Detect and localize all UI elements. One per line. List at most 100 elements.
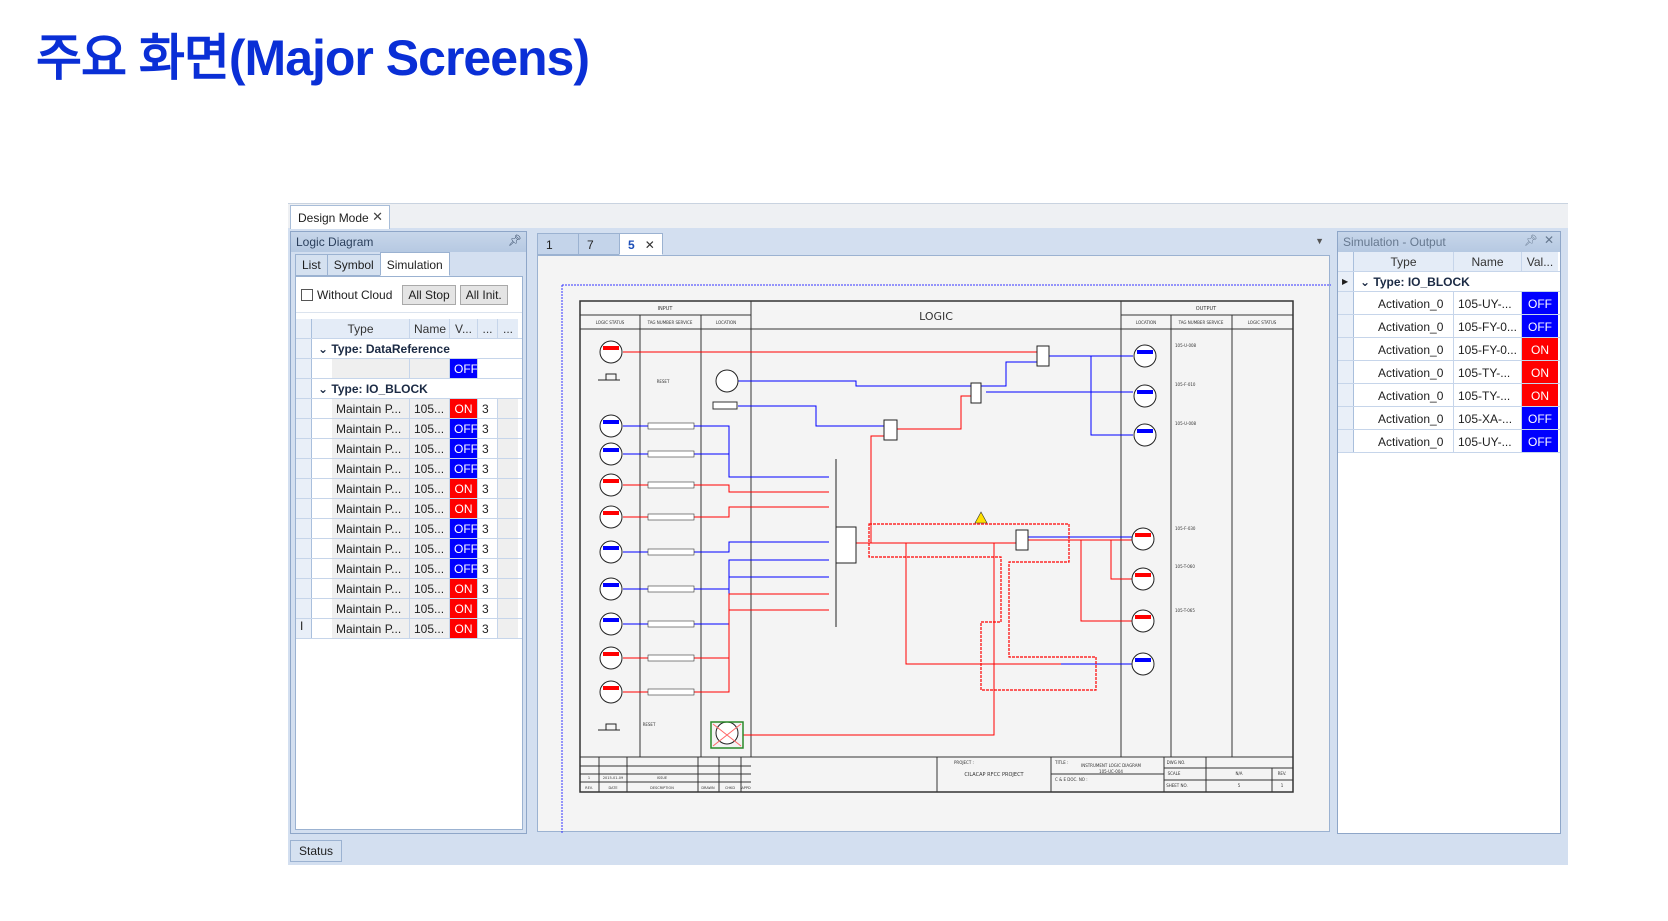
table-row[interactable]: Maintain P... 105... ON 3 — [296, 499, 522, 519]
cell-value[interactable]: OFF — [450, 539, 478, 558]
cell-value[interactable]: ON — [450, 599, 478, 618]
table-row[interactable]: Maintain P... 105... OFF 3 — [296, 539, 522, 559]
table-row[interactable]: Maintain P... 105... OFF 3 — [296, 519, 522, 539]
all-init-button[interactable]: All Init. — [459, 284, 508, 305]
hand-switch-symbol[interactable] — [715, 369, 739, 393]
chevron-down-icon[interactable]: ⌄ — [1360, 275, 1374, 289]
close-icon[interactable]: ✕ — [1543, 233, 1554, 247]
table-row[interactable]: Maintain P... 105... ON 3 — [296, 479, 522, 499]
chevron-down-icon[interactable]: ⌄ — [318, 342, 332, 356]
input-transmitter-symbol[interactable] — [599, 680, 623, 704]
pin-icon[interactable]: 📌︎ — [1524, 235, 1538, 247]
col-type[interactable]: Type — [1354, 252, 1454, 271]
cell-value[interactable]: OFF — [450, 419, 478, 438]
table-row[interactable]: Maintain P... 105... ON 3 — [296, 579, 522, 599]
col-name[interactable]: Name — [1454, 252, 1522, 271]
table-row[interactable]: I Maintain P... 105... ON 3 — [296, 619, 522, 639]
all-stop-button[interactable]: All Stop — [402, 284, 456, 305]
input-transmitter-symbol[interactable] — [599, 473, 623, 497]
table-row[interactable]: Maintain P... 105... OFF 3 — [296, 559, 522, 579]
input-transmitter-symbol[interactable] — [599, 540, 623, 564]
cell-value[interactable]: OFF — [1522, 292, 1558, 314]
cell-value[interactable]: OFF — [450, 519, 478, 538]
cell-value[interactable]: OFF — [450, 439, 478, 458]
input-transmitter-symbol[interactable] — [599, 442, 623, 466]
tab-simulation[interactable]: Simulation — [379, 252, 450, 276]
without-cloud-checkbox[interactable] — [301, 288, 313, 301]
cell-type: Maintain P... — [332, 619, 410, 638]
col-value[interactable]: Val... — [1522, 252, 1558, 271]
table-row[interactable]: Activation_0 105-UY-... OFF — [1338, 292, 1560, 315]
table-row[interactable]: Maintain P... 105... ON 3 — [296, 399, 522, 419]
table-row[interactable]: Maintain P... 105... OFF 3 — [296, 459, 522, 479]
logic-gate-block[interactable] — [835, 526, 857, 564]
status-tab[interactable]: Status — [290, 840, 343, 862]
output-valve-symbol[interactable] — [1131, 567, 1155, 591]
tab-list[interactable]: List — [295, 254, 328, 276]
dropdown-arrow-icon[interactable]: ▼ — [1315, 236, 1324, 246]
pin-icon[interactable]: 📌︎ — [508, 235, 522, 247]
group-row-io-block[interactable]: ▶ ⌄ Type: IO_BLOCK — [1338, 272, 1560, 292]
input-transmitter-symbol[interactable] — [599, 414, 623, 438]
col-extra-1[interactable]: ... — [478, 319, 498, 338]
output-valve-symbol[interactable] — [1133, 384, 1157, 408]
table-row[interactable]: Activation_0 105-XA-... OFF — [1338, 407, 1560, 430]
diagram-tab-1[interactable]: 1 — [537, 233, 579, 255]
cell-value[interactable]: ON — [450, 479, 478, 498]
close-icon[interactable]: ✕ — [372, 209, 383, 224]
table-row[interactable]: Activation_0 105-FY-0... OFF — [1338, 315, 1560, 338]
close-icon[interactable]: ✕ — [644, 238, 655, 252]
input-transmitter-symbol[interactable] — [599, 340, 623, 364]
col-name[interactable]: Name — [410, 319, 450, 338]
logic-gate-block[interactable] — [1036, 345, 1050, 367]
diagram-tab-5[interactable]: 5✕ — [619, 233, 663, 255]
logic-gate-block[interactable] — [1015, 529, 1029, 551]
col-extra-2[interactable]: ... — [498, 319, 518, 338]
cell-value[interactable]: ON — [1522, 384, 1558, 406]
table-row[interactable]: Maintain P... 105... OFF 3 — [296, 419, 522, 439]
cell-value[interactable]: OFF — [1522, 315, 1558, 337]
cell-value[interactable]: ON — [450, 619, 478, 638]
cell-value[interactable]: ON — [450, 399, 478, 418]
logic-gate-block[interactable] — [883, 419, 898, 441]
cell-value[interactable]: ON — [450, 499, 478, 518]
cell-type: Maintain P... — [332, 499, 410, 518]
logic-gate-block[interactable] — [970, 382, 982, 404]
cell-value[interactable]: ON — [450, 579, 478, 598]
table-row[interactable]: Maintain P... 105... OFF 3 — [296, 439, 522, 459]
col-value[interactable]: V... — [450, 319, 478, 338]
tab-design-mode[interactable]: Design Mode ✕ — [290, 205, 390, 229]
output-valve-symbol[interactable] — [1131, 527, 1155, 551]
tab-symbol[interactable]: Symbol — [326, 254, 381, 276]
col-type[interactable]: Type — [312, 319, 410, 338]
group-row-datareference[interactable]: ⌄ Type: DataReference — [296, 339, 522, 359]
input-transmitter-symbol[interactable] — [599, 612, 623, 636]
table-row[interactable]: Activation_0 105-UY-... OFF — [1338, 430, 1560, 453]
table-row[interactable]: Activation_0 105-FY-0... ON — [1338, 338, 1560, 361]
output-valve-symbol[interactable] — [1133, 344, 1157, 368]
cell-value[interactable]: OFF — [450, 559, 478, 578]
diagram-canvas[interactable]: INPUT OUTPUT LOGIC LOGIC STATUS TAG NUMB… — [537, 255, 1331, 833]
diagram-tab-7[interactable]: 7 — [578, 233, 620, 255]
input-transmitter-symbol[interactable] — [599, 577, 623, 601]
output-valve-symbol[interactable] — [1133, 423, 1157, 447]
output-valve-symbol[interactable] — [1131, 609, 1155, 633]
table-row[interactable]: Activation_0 105-TY-... ON — [1338, 384, 1560, 407]
cell-value[interactable]: OFF — [1522, 430, 1558, 452]
cell-value[interactable]: ON — [1522, 338, 1558, 360]
cell-name — [410, 359, 450, 378]
cell-value[interactable]: OFF — [450, 359, 478, 378]
chevron-down-icon[interactable]: ⌄ — [318, 382, 332, 396]
cell-value[interactable]: OFF — [450, 459, 478, 478]
input-transmitter-symbol[interactable] — [599, 646, 623, 670]
cell-value[interactable]: ON — [1522, 361, 1558, 383]
input-transmitter-symbol[interactable] — [599, 505, 623, 529]
table-row[interactable]: Activation_0 105-TY-... ON — [1338, 361, 1560, 384]
table-row[interactable]: OFF — [296, 359, 522, 379]
output-valve-symbol[interactable] — [1131, 652, 1155, 676]
table-row[interactable]: Maintain P... 105... ON 3 — [296, 599, 522, 619]
cell-value[interactable]: OFF — [1522, 407, 1558, 429]
group-row-io-block[interactable]: ⌄ Type: IO_BLOCK — [296, 379, 522, 399]
spacer — [312, 479, 332, 498]
